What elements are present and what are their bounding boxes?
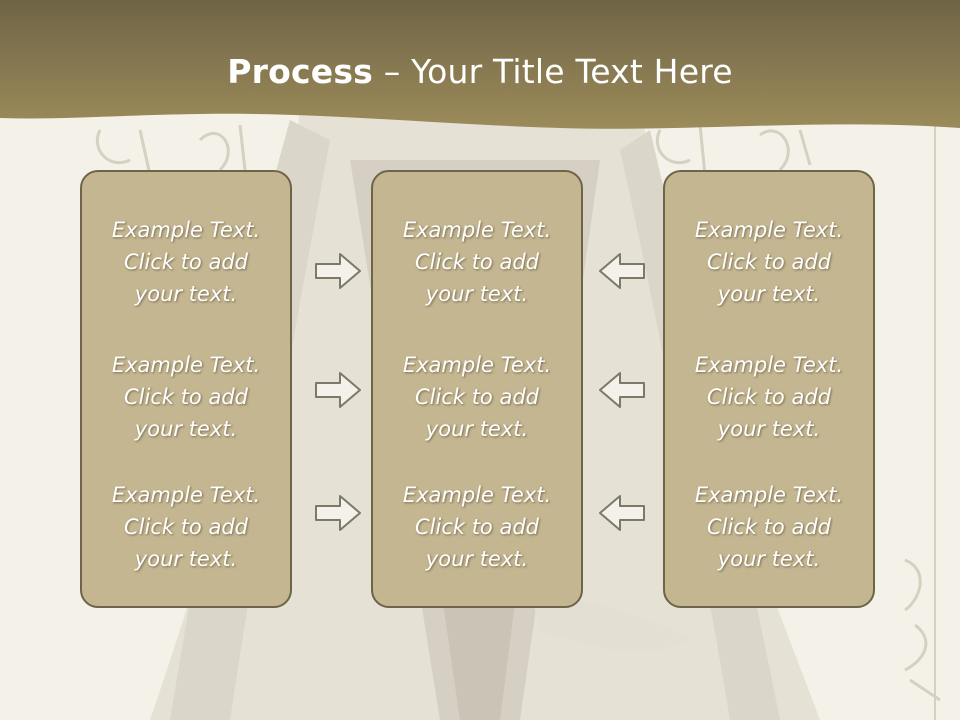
title-rest: – Your Title Text Here [373, 52, 733, 91]
text-line: Example Text. [111, 483, 261, 507]
text-line: your text. [425, 417, 529, 441]
right-arrow-icon [315, 372, 361, 408]
left-arrow-icon [599, 253, 645, 289]
text-block[interactable]: Example Text. Click to add your text. [665, 479, 873, 575]
text-block[interactable]: Example Text. Click to add your text. [82, 349, 290, 445]
text-line: Click to add [706, 515, 831, 539]
text-line: Example Text. [111, 218, 261, 242]
right-arrow-icon [315, 253, 361, 289]
process-box-left[interactable]: Example Text. Click to add your text. Ex… [80, 170, 292, 608]
text-block[interactable]: Example Text. Click to add your text. [82, 214, 290, 310]
text-line: Example Text. [402, 218, 552, 242]
text-line: Click to add [123, 385, 248, 409]
text-line: your text. [717, 282, 821, 306]
text-line: your text. [425, 282, 529, 306]
text-line: your text. [134, 547, 238, 571]
text-block[interactable]: Example Text. Click to add your text. [373, 214, 581, 310]
page-title: Process – Your Title Text Here [0, 52, 960, 91]
text-block[interactable]: Example Text. Click to add your text. [373, 349, 581, 445]
process-box-right[interactable]: Example Text. Click to add your text. Ex… [663, 170, 875, 608]
text-block[interactable]: Example Text. Click to add your text. [665, 214, 873, 310]
text-line: your text. [717, 547, 821, 571]
text-line: Example Text. [402, 353, 552, 377]
text-line: your text. [717, 417, 821, 441]
text-line: your text. [134, 417, 238, 441]
text-line: your text. [134, 282, 238, 306]
text-line: Example Text. [694, 218, 844, 242]
text-line: Example Text. [694, 353, 844, 377]
text-line: Click to add [414, 515, 539, 539]
text-block[interactable]: Example Text. Click to add your text. [373, 479, 581, 575]
text-block[interactable]: Example Text. Click to add your text. [665, 349, 873, 445]
right-arrow-icon [315, 495, 361, 531]
text-line: Click to add [123, 515, 248, 539]
text-line: your text. [425, 547, 529, 571]
title-bold: Process [227, 52, 374, 91]
text-line: Example Text. [402, 483, 552, 507]
text-line: Click to add [414, 385, 539, 409]
text-line: Click to add [706, 385, 831, 409]
left-arrow-icon [599, 372, 645, 408]
text-line: Click to add [123, 250, 248, 274]
text-line: Example Text. [111, 353, 261, 377]
left-arrow-icon [599, 495, 645, 531]
text-line: Click to add [706, 250, 831, 274]
text-line: Example Text. [694, 483, 844, 507]
process-box-center[interactable]: Example Text. Click to add your text. Ex… [371, 170, 583, 608]
text-block[interactable]: Example Text. Click to add your text. [82, 479, 290, 575]
text-line: Click to add [414, 250, 539, 274]
